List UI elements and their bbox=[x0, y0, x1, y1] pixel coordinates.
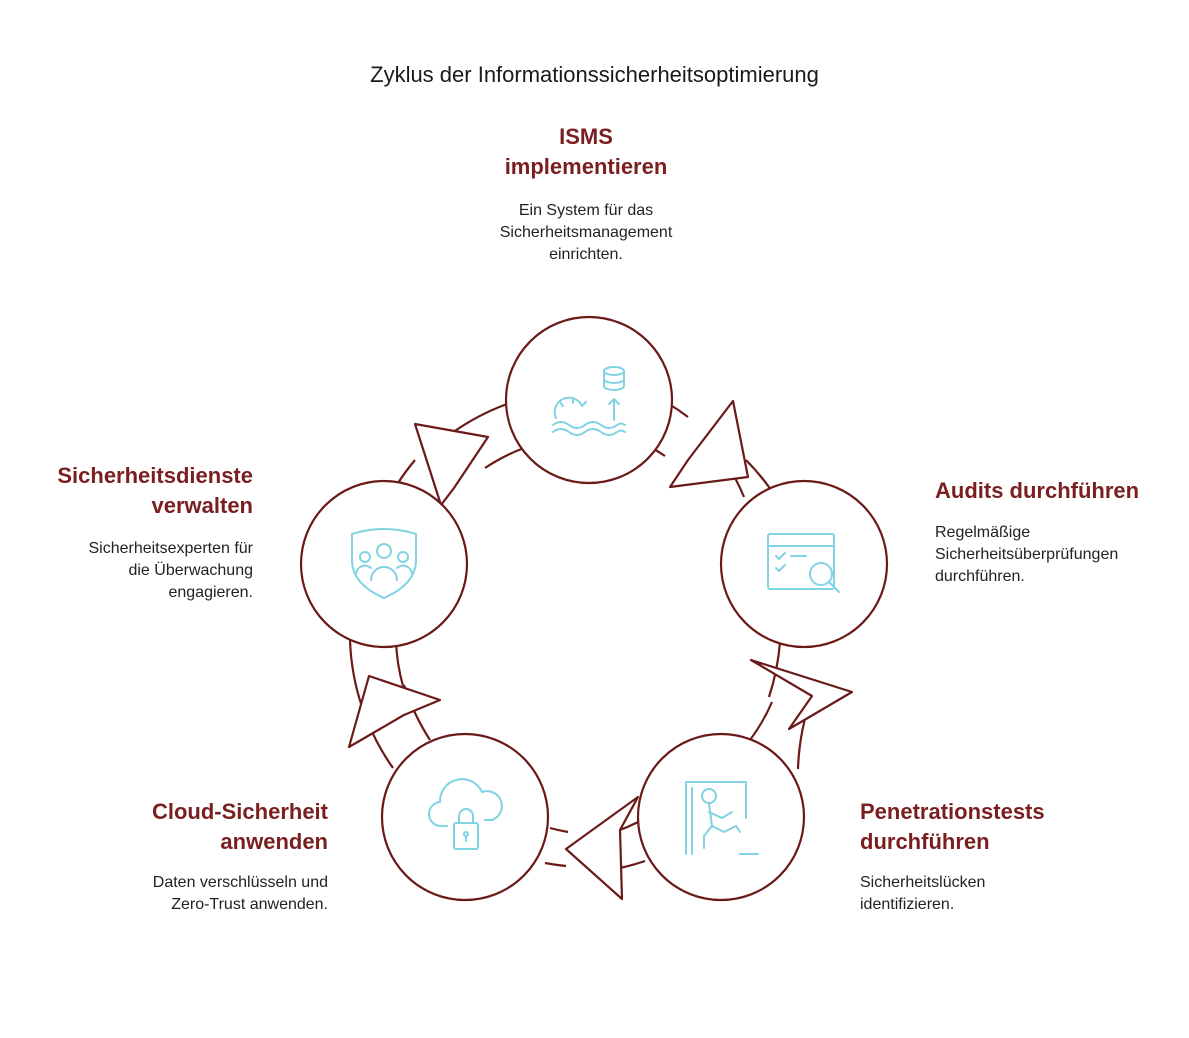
step-title-isms: ISMS implementieren bbox=[504, 124, 668, 179]
cycle-arrow-3 bbox=[749, 658, 854, 731]
step-title-cloud: Cloud-Sicherheit anwenden bbox=[151, 799, 328, 854]
ring-band bbox=[749, 641, 782, 741]
node-circle-services bbox=[299, 479, 469, 649]
node-circle-isms bbox=[504, 315, 674, 485]
step-title-services: Sicherheitsdienste verwalten bbox=[57, 463, 253, 518]
cycle-arrow-2 bbox=[668, 399, 750, 489]
step-title-audits: Audits durchführen bbox=[935, 478, 1140, 503]
node-circle-cloud bbox=[380, 732, 550, 902]
step-desc-isms: Ein System für das Sicherheitsmanagement… bbox=[499, 202, 673, 263]
cycle-arrow-5 bbox=[347, 674, 442, 749]
diagram-title: Zyklus der Informationssicherheitsoptimi… bbox=[370, 62, 819, 87]
audit-search-icon bbox=[767, 533, 840, 593]
step-desc-services: Sicherheitsexperten für die Überwachung … bbox=[88, 540, 253, 601]
shield-team-icon bbox=[351, 528, 417, 599]
cloud-lock-icon bbox=[428, 778, 503, 850]
ring-band bbox=[544, 826, 569, 868]
node-circle-audits bbox=[719, 479, 889, 649]
gear-database-icon bbox=[552, 366, 626, 436]
cycle-arrow-4 bbox=[564, 795, 640, 901]
step-desc-cloud: Daten verschlüsseln und Zero-Trust anwen… bbox=[152, 874, 328, 913]
cycle-arrow-1 bbox=[413, 422, 490, 507]
step-desc-pentest: Sicherheitslücken identifizieren. bbox=[860, 874, 986, 913]
step-desc-audits: Regelmäßige Sicherheitsüberprüfungen dur… bbox=[935, 524, 1119, 585]
step-title-pentest: Penetrationstests durchführen bbox=[860, 799, 1045, 854]
intruder-door-icon bbox=[685, 781, 759, 855]
